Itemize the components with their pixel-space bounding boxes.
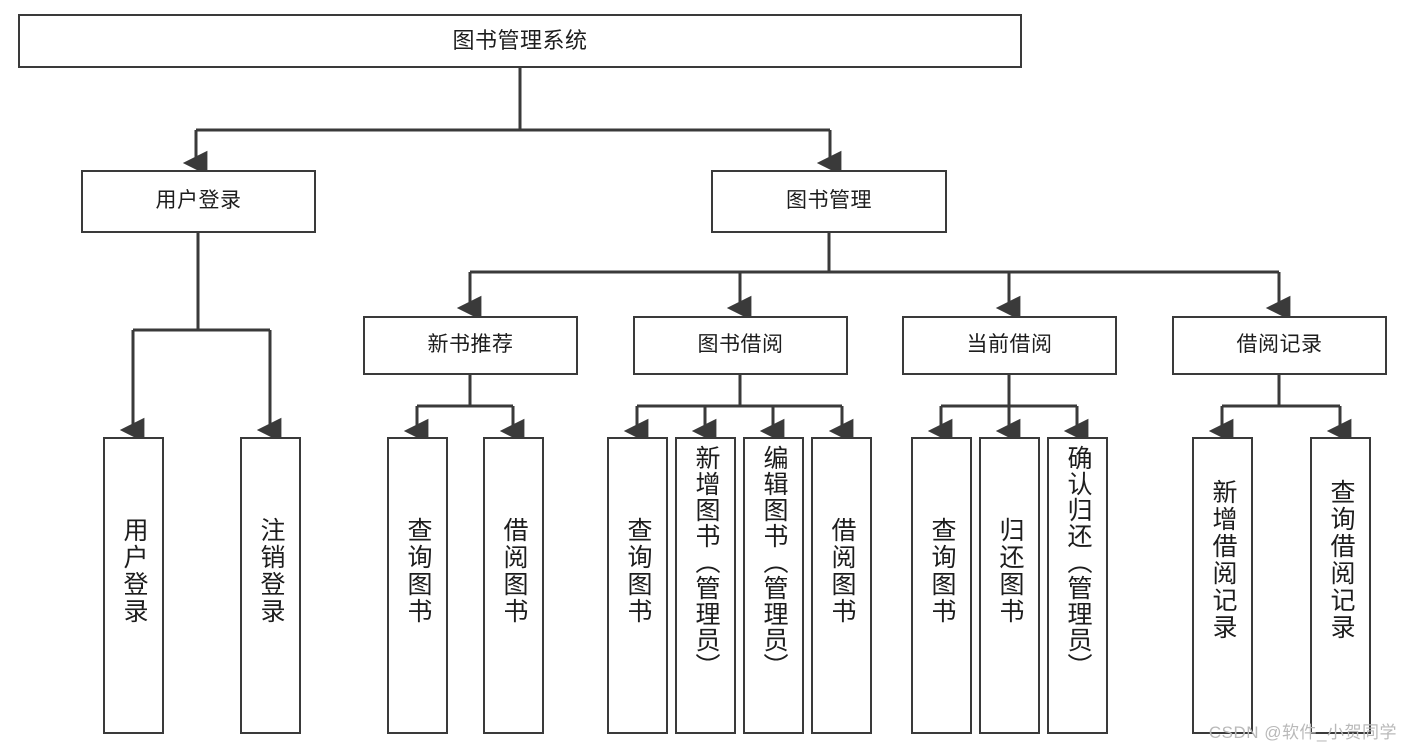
node-book-manage-label: 图书管理 [786,189,872,213]
leaf-user-login[interactable]: 用户登录 [103,437,164,734]
leaf-add-book[interactable]: 新增图书（管理员） [675,437,736,734]
leaf-logout[interactable]: 注销登录 [240,437,301,734]
leaf-logout-label: 注销登录 [257,517,285,625]
leaf-return-book[interactable]: 归还图书 [979,437,1040,734]
node-user-login-label: 用户登录 [155,189,242,213]
leaf-edit-book[interactable]: 编辑图书（管理员） [743,437,804,734]
leaf-query-book-2[interactable]: 查询图书 [607,437,668,734]
leaf-borrow-book-1-label: 借阅图书 [500,517,528,625]
csdn-watermark: CSDN @软件_小贺同学 [1208,723,1397,742]
leaf-query-record[interactable]: 查询借阅记录 [1310,437,1371,734]
leaf-add-book-label: 新增图书（管理员） [692,445,720,679]
leaf-user-login-label: 用户登录 [120,517,148,625]
node-book-borrow[interactable]: 图书借阅 [633,316,848,375]
node-root[interactable]: 图书管理系统 [18,14,1022,68]
leaf-edit-book-label: 编辑图书（管理员） [760,445,788,679]
node-new-book-rec-label: 新书推荐 [427,333,514,357]
node-user-login[interactable]: 用户登录 [81,170,316,233]
node-current-borrow-label: 当前借阅 [966,333,1053,357]
leaf-query-book-3[interactable]: 查询图书 [911,437,972,734]
node-book-manage[interactable]: 图书管理 [711,170,947,233]
leaf-confirm-return-label: 确认归还（管理员） [1064,445,1092,679]
node-new-book-rec[interactable]: 新书推荐 [363,316,578,375]
leaf-query-book-2-label: 查询图书 [624,517,652,625]
node-current-borrow[interactable]: 当前借阅 [902,316,1117,375]
node-borrow-record[interactable]: 借阅记录 [1172,316,1387,375]
leaf-add-record[interactable]: 新增借阅记录 [1192,437,1253,734]
leaf-borrow-book-1[interactable]: 借阅图书 [483,437,544,734]
leaf-borrow-book-2[interactable]: 借阅图书 [811,437,872,734]
leaf-query-book-1-label: 查询图书 [404,517,432,625]
leaf-return-book-label: 归还图书 [996,517,1024,625]
node-book-borrow-label: 图书借阅 [697,333,784,357]
leaf-query-record-label: 查询借阅记录 [1327,479,1355,641]
leaf-query-book-3-label: 查询图书 [928,517,956,625]
leaf-query-book-1[interactable]: 查询图书 [387,437,448,734]
leaf-borrow-book-2-label: 借阅图书 [828,517,856,625]
leaf-confirm-return[interactable]: 确认归还（管理员） [1047,437,1108,734]
leaf-add-record-label: 新增借阅记录 [1209,479,1237,641]
node-borrow-record-label: 借阅记录 [1236,333,1323,357]
node-root-label: 图书管理系统 [452,28,588,54]
